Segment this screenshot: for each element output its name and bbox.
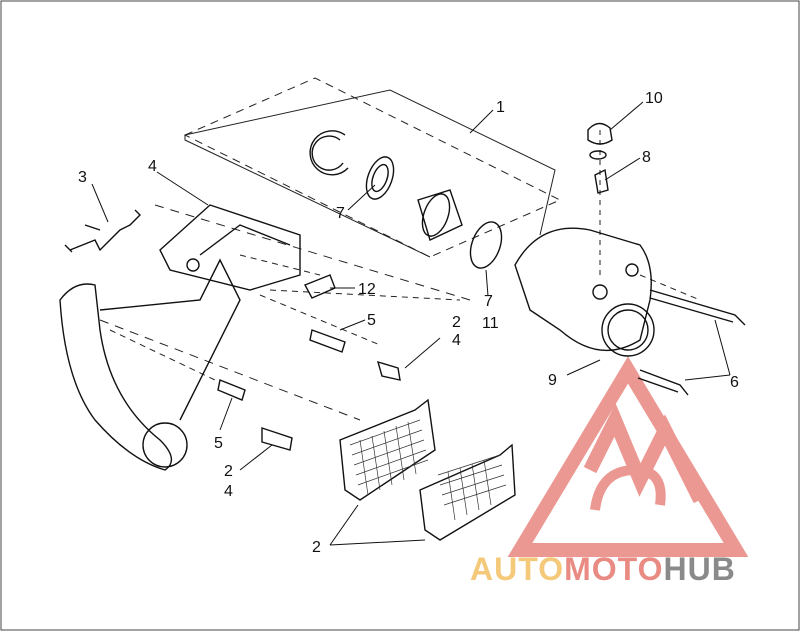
brake-pad-inner: [339, 398, 436, 501]
callout-labels: 1 3 4 7 10 8 12 7 11 5 2 4 6 9 5 2 4 2: [78, 90, 739, 556]
pad-clip-upper: [376, 360, 401, 381]
callout-5-upper: 5: [367, 312, 376, 329]
mounting-bolt-upper: [649, 289, 746, 326]
callout-2-lower: 2: [224, 463, 233, 480]
leader-lines: [91, 101, 731, 546]
callout-4-bracket: 4: [148, 158, 157, 175]
wordmark-auto: AUTO: [470, 551, 564, 587]
wordmark-moto: MOTO: [564, 551, 663, 587]
callout-4-lower: 4: [224, 483, 233, 500]
callout-5-lower: 5: [214, 435, 223, 452]
pad-clip-lower: [261, 427, 293, 451]
callout-1: 1: [496, 99, 505, 116]
caliper-body: [514, 227, 652, 352]
pin-lower: [217, 379, 246, 401]
callout-11: 11: [482, 315, 499, 332]
callout-2-upper: 2: [452, 314, 461, 331]
o-ring: [469, 221, 503, 269]
automotohub-wordmark: AUTOMOTOHUB: [470, 551, 736, 587]
automotohub-logo: [507, 356, 749, 557]
callout-2-pads: 2: [312, 539, 321, 556]
callout-6: 6: [730, 374, 739, 391]
piston-seal: [365, 156, 395, 200]
rotor-outline: [59, 283, 173, 471]
callout-7-seal: 7: [336, 205, 345, 222]
pad-spring: [69, 209, 141, 252]
part-outlines: [59, 122, 746, 541]
slide-pin: [304, 274, 336, 299]
svg-text:AUTOMOTOHUB: AUTOMOTOHUB: [470, 551, 736, 587]
mounting-bolt-lower: [639, 369, 689, 396]
piston: [417, 189, 463, 241]
callout-8: 8: [642, 149, 651, 166]
pad-friction-material: [349, 419, 507, 521]
brake-pad-outer: [419, 443, 516, 541]
callout-9: 9: [548, 372, 557, 389]
caliper-bracket: [159, 204, 301, 291]
callout-12: 12: [358, 281, 376, 298]
bleeder-cap: [587, 122, 613, 145]
wordmark-hub: HUB: [663, 551, 735, 587]
bleeder-valve: [594, 168, 609, 194]
callout-4-upper: 4: [452, 332, 461, 349]
pin-upper: [309, 329, 346, 353]
callout-7-oring: 7: [484, 293, 493, 310]
callout-3: 3: [78, 169, 87, 186]
retaining-ring: [309, 130, 349, 176]
callout-10: 10: [645, 90, 663, 107]
